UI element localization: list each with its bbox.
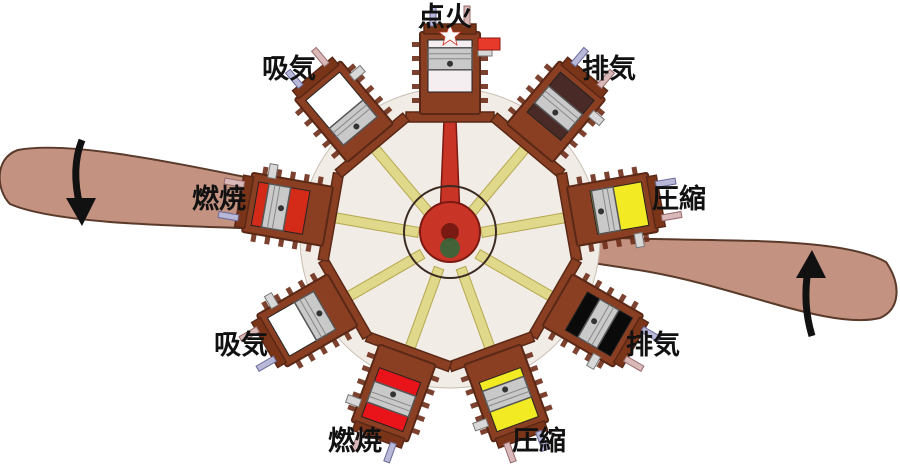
cylinder	[238, 256, 373, 373]
rotation-arrow-left	[66, 138, 96, 226]
stage-label-ignition: 点火	[418, 2, 472, 33]
stage-label-combustion-left: 燃焼	[192, 184, 246, 215]
stage-label-compression-bottom: 圧縮	[512, 426, 566, 457]
stage-label-intake-lower: 吸気	[214, 330, 268, 361]
cylinder	[447, 330, 553, 464]
crank-counterweight	[440, 238, 460, 258]
rotation-arrow-right	[796, 250, 826, 338]
stage-label-exhaust-lower: 排気	[626, 330, 680, 361]
stage-label-combustion-bottom: 燃焼	[328, 426, 382, 457]
stage-label-intake-upper: 吸気	[262, 54, 316, 85]
cylinder	[405, 5, 501, 123]
stage-label-compression-right: 圧縮	[652, 184, 706, 215]
connecting-rods	[332, 119, 568, 352]
crank-pin	[441, 223, 459, 241]
cylinder	[217, 163, 345, 263]
cylinder	[344, 330, 453, 464]
crank-hub-ring	[403, 185, 497, 279]
stage-label-exhaust-upper: 排気	[582, 54, 636, 85]
cylinder	[527, 256, 662, 373]
cylinder	[555, 166, 683, 263]
cylinders	[217, 5, 683, 464]
cylinder	[489, 46, 616, 179]
cylinder	[284, 46, 411, 179]
